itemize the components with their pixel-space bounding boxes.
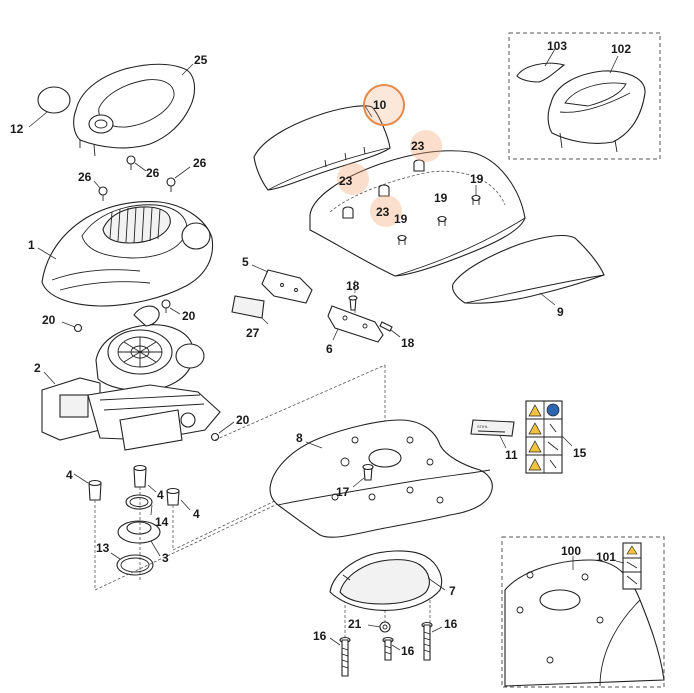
part-26-screw-a[interactable]	[126, 155, 136, 170]
callout-15: 15	[573, 446, 587, 460]
callout-6: 6	[326, 342, 333, 356]
callout-27: 27	[246, 326, 260, 340]
part-10-cover[interactable]	[253, 105, 391, 191]
highlight-10	[363, 84, 405, 126]
callout-21: 21	[348, 617, 362, 631]
callout-19c: 19	[394, 212, 408, 226]
callout-labels: 1 2 3 4 4 4 5 6 7 8 9 10 11 12 13 14 15 …	[10, 39, 631, 658]
part-4-bushing-right[interactable]	[166, 487, 180, 506]
highlight-23a	[410, 130, 442, 162]
part-17-screw[interactable]	[362, 463, 374, 481]
callout-16b: 16	[401, 644, 415, 658]
part-13-oring[interactable]	[116, 554, 154, 576]
callout-10: 10	[373, 98, 387, 112]
part-6-bracket[interactable]	[327, 305, 384, 343]
callout-102: 102	[611, 42, 631, 56]
callout-103: 103	[547, 39, 567, 53]
part-16-bolt-right[interactable]	[421, 621, 433, 661]
part-16-bolt-mid[interactable]	[382, 636, 394, 661]
part-15-warning-sticker[interactable]	[525, 400, 563, 474]
part-4-bushing-mid[interactable]	[133, 464, 147, 488]
callout-26a: 26	[146, 166, 160, 180]
part-103-decal[interactable]	[516, 62, 566, 83]
callout-8: 8	[296, 431, 303, 445]
part-26-screw-c[interactable]	[166, 177, 176, 192]
callout-11: 11	[505, 448, 518, 462]
part-18-screw-right[interactable]	[379, 321, 393, 332]
callout-23c: 23	[376, 205, 390, 219]
part-7-gasket[interactable]	[329, 550, 443, 611]
callout-26b: 26	[78, 170, 92, 184]
callout-3: 3	[162, 551, 169, 565]
highlight-23c	[370, 195, 402, 227]
callout-7: 7	[449, 584, 456, 598]
part-27-label[interactable]	[231, 295, 265, 319]
part-23-pin-b[interactable]	[342, 206, 354, 219]
mounting-plate[interactable]	[309, 150, 526, 277]
highlight-23b	[337, 163, 369, 195]
callout-20c: 20	[236, 413, 250, 427]
callout-18a: 18	[346, 279, 360, 293]
callout-4a: 4	[66, 468, 73, 482]
part-20-screw-a[interactable]	[161, 299, 171, 313]
part-23-pin-c[interactable]	[378, 184, 390, 197]
part-2-engine[interactable]	[41, 305, 221, 451]
inset-box-102-103	[508, 32, 661, 160]
callout-26c: 26	[193, 156, 207, 170]
part-8-chassis[interactable]	[269, 419, 493, 538]
part-101-sticker[interactable]	[622, 542, 642, 590]
callout-18b: 18	[401, 336, 415, 350]
callout-4c: 4	[193, 507, 200, 521]
part-25-top-cover[interactable]	[73, 63, 196, 149]
part-20-screw-b[interactable]	[73, 323, 83, 333]
part-14-ring[interactable]	[125, 494, 153, 510]
part-4-bushing-left[interactable]	[88, 479, 102, 501]
callout-19b: 19	[434, 191, 448, 205]
callout-101: 101	[596, 550, 616, 564]
part-19-pin-a[interactable]	[471, 194, 481, 206]
callout-23b: 23	[339, 174, 353, 188]
callout-5: 5	[242, 255, 249, 269]
top-cover-group	[28, 63, 196, 201]
callout-4b: 4	[157, 488, 164, 502]
part-19-pin-c[interactable]	[397, 234, 407, 246]
callout-19a: 19	[470, 172, 484, 186]
callout-100: 100	[561, 544, 581, 558]
callout-20a: 20	[182, 309, 196, 323]
part-12-cap[interactable]	[37, 86, 71, 114]
callout-16a: 16	[313, 629, 327, 643]
callout-12: 12	[10, 122, 24, 136]
part-1-engine-shroud[interactable]	[37, 201, 214, 307]
inset-box-100-101	[501, 536, 665, 688]
part-16-bolt-left[interactable]	[339, 636, 351, 677]
part-9-cover[interactable]	[452, 235, 605, 304]
part-23-pin-a[interactable]	[413, 159, 425, 172]
part-3-damper[interactable]	[117, 520, 161, 544]
callout-20b: 20	[42, 313, 56, 327]
part-19-pin-b[interactable]	[437, 215, 447, 227]
callout-23a: 23	[411, 139, 425, 153]
callout-17: 17	[336, 485, 350, 499]
part-18-screw-top[interactable]	[348, 295, 358, 311]
part-26-screw-b[interactable]	[98, 186, 108, 201]
part-21-nut[interactable]	[379, 621, 391, 633]
part-11-label[interactable]: STIHL	[470, 419, 515, 437]
svg-text:STIHL: STIHL	[477, 424, 489, 429]
callout-2: 2	[34, 361, 41, 375]
callout-14: 14	[155, 515, 169, 529]
callout-1: 1	[28, 238, 35, 252]
callout-13: 13	[96, 541, 110, 555]
callout-25: 25	[194, 53, 208, 67]
callout-9: 9	[557, 305, 564, 319]
part-5-plate[interactable]	[261, 269, 313, 304]
part-20-screw-c[interactable]	[210, 432, 220, 442]
callout-16c: 16	[444, 617, 458, 631]
